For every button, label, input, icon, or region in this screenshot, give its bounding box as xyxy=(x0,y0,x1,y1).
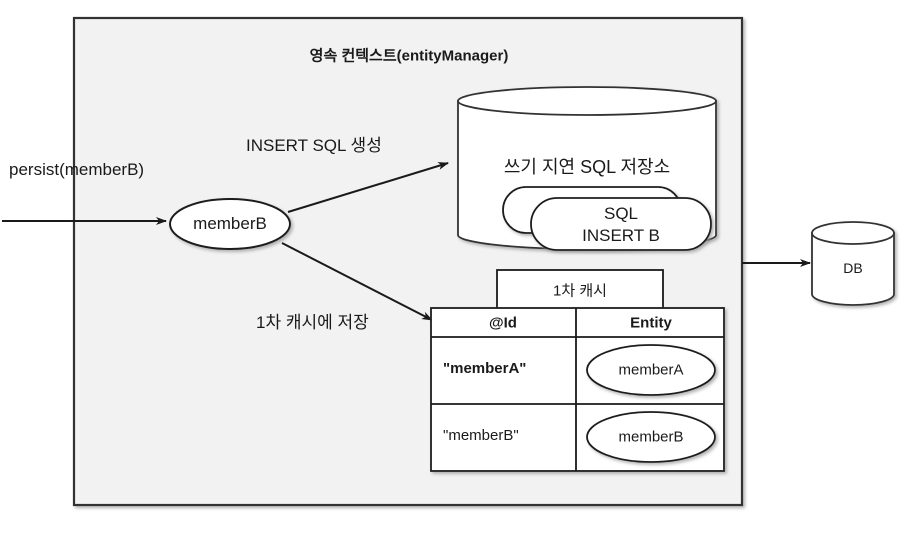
entity-node-label: memberB xyxy=(193,214,267,233)
persist-call-label: persist(memberB) xyxy=(9,160,145,179)
table-column-header-id: @Id xyxy=(489,314,517,332)
first-cache-arrow-label: 1차 캐시에 저장 xyxy=(256,313,369,332)
database-label: DB xyxy=(843,260,863,276)
insert-sql-arrow xyxy=(287,162,449,213)
persistence-context-title: 영속 컨텍스트(entityManager) xyxy=(309,47,509,65)
table-row-1-entity: memberB xyxy=(618,428,684,446)
sql-card-front xyxy=(530,197,712,251)
sql-store-title: 쓰기 지연 SQL 저장소 xyxy=(503,157,671,177)
database-cylinder xyxy=(811,221,895,306)
sql-card-line2: INSERT B xyxy=(582,226,660,245)
first-cache-caption: 1차 캐시 xyxy=(553,282,607,300)
table-column-header-entity: Entity xyxy=(630,314,672,332)
sql-card-line1: SQL xyxy=(603,204,639,223)
entity-node-ellipse xyxy=(169,198,291,250)
insert-sql-arrow-label: INSERT SQL 생성 xyxy=(246,136,382,155)
table-row-0-id: "memberA" xyxy=(443,360,527,377)
first-cache-arrow xyxy=(281,242,433,321)
cache-entity-ellipse-a xyxy=(586,344,716,396)
table-row-0-entity: memberA xyxy=(618,361,684,379)
cache-entity-ellipse-b xyxy=(586,411,716,463)
table-row-1-id: "memberB" xyxy=(443,427,519,444)
